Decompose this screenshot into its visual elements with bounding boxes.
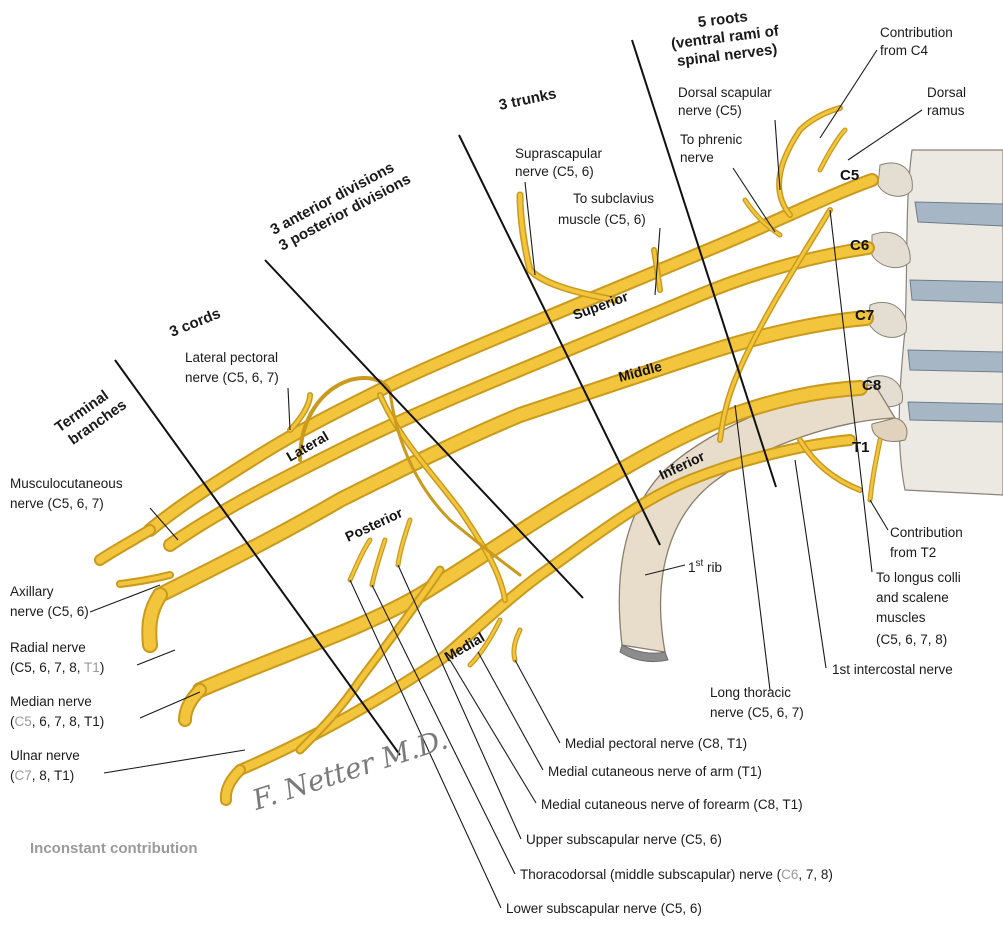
label-first-rib: 1st rib	[688, 558, 722, 575]
root-c6: C6	[850, 237, 869, 254]
vertebral-column	[865, 149, 1003, 496]
label-thoracodorsal: Thoracodorsal (middle subscapular) nerve…	[520, 867, 833, 882]
first-rib	[618, 384, 908, 663]
signature-text: F. Netter M.D.	[247, 723, 451, 817]
header-roots-1: 5 roots	[697, 8, 749, 31]
label-phrenic-2: nerve	[680, 150, 714, 165]
label-longus-3: muscles	[876, 610, 926, 625]
label-musculocutaneous-2: nerve (C5, 6, 7)	[10, 496, 104, 511]
label-dorsal-ramus-1: Dorsal	[927, 85, 966, 100]
root-c8: C8	[862, 377, 881, 394]
label-median-2: (C5, 6, 7, 8, T1)	[10, 714, 104, 729]
root-t1: T1	[852, 439, 870, 456]
label-contribution-c4-2: from C4	[880, 43, 929, 58]
label-axillary-1: Axillary	[10, 584, 54, 599]
label-medial-pectoral: Medial pectoral nerve (C8, T1)	[565, 736, 747, 751]
label-contribution-c4-1: Contribution	[880, 25, 953, 40]
artist-signature: F. Netter M.D.	[247, 723, 451, 817]
label-longus-1: To longus colli	[876, 570, 961, 585]
root-c5: C5	[840, 167, 859, 184]
label-lateral-pectoral-1: Lateral pectoral	[185, 350, 278, 365]
cord-posterior: Posterior	[343, 504, 406, 545]
label-ulnar-1: Ulnar nerve	[10, 748, 80, 763]
label-contribution-t2-1: Contribution	[890, 525, 963, 540]
label-radial-1: Radial nerve	[10, 640, 86, 655]
label-intercostal: 1st intercostal nerve	[832, 662, 953, 677]
label-med-cut-arm: Medial cutaneous nerve of arm (T1)	[548, 764, 762, 779]
label-lower-subscap: Lower subscapular nerve (C5, 6)	[506, 901, 702, 916]
label-subclavius-2: muscle (C5, 6)	[558, 212, 646, 227]
collateral-labels: Medial pectoral nerve (C8, T1) Medial cu…	[349, 564, 833, 916]
upper-labels: Contribution from C4 Dorsal ramus Dorsal…	[185, 25, 966, 431]
label-subclavius-1: To subclavius	[573, 191, 654, 206]
rib-label: 1st rib	[644, 558, 722, 576]
label-longus-4: (C5, 6, 7, 8)	[876, 632, 947, 647]
terminal-branch-labels: Musculocutaneous nerve (C5, 6, 7) Axilla…	[10, 476, 246, 783]
label-lateral-pectoral-2: nerve (C5, 6, 7)	[185, 370, 279, 385]
label-upper-subscap: Upper subscapular nerve (C5, 6)	[526, 832, 722, 847]
label-med-cut-forearm: Medial cutaneous nerve of forearm (C8, T…	[541, 797, 803, 812]
header-cords: 3 cords	[167, 305, 223, 341]
lower-right-labels: Contribution from T2 To longus colli and…	[710, 209, 963, 720]
label-suprascapular-2: nerve (C5, 6)	[515, 164, 594, 179]
label-long-thoracic-1: Long thoracic	[710, 685, 791, 700]
section-headers: 5 roots (ventral rami of spinal nerves) …	[52, 8, 781, 448]
label-dorsal-scapular-2: nerve (C5)	[678, 103, 742, 118]
label-suprascapular-1: Suprascapular	[515, 146, 603, 161]
label-dorsal-ramus-2: ramus	[927, 103, 965, 118]
label-phrenic-1: To phrenic	[680, 132, 743, 147]
label-axillary-2: nerve (C5, 6)	[10, 604, 89, 619]
region-dividers	[114, 39, 777, 756]
label-dorsal-scapular-1: Dorsal scapular	[678, 85, 772, 100]
label-longus-2: and scalene	[876, 590, 949, 605]
label-median-1: Median nerve	[10, 694, 92, 709]
label-long-thoracic-2: nerve (C5, 6, 7)	[710, 705, 804, 720]
header-trunks: 3 trunks	[497, 85, 558, 114]
inconstant-contribution-note: Inconstant contribution	[30, 840, 197, 857]
label-radial-2: (C5, 6, 7, 8, T1)	[10, 660, 104, 675]
label-ulnar-2: (C7, 8, T1)	[10, 768, 74, 783]
root-c7: C7	[855, 307, 874, 324]
label-musculocutaneous-1: Musculocutaneous	[10, 476, 123, 491]
label-contribution-t2-2: from T2	[890, 545, 936, 560]
